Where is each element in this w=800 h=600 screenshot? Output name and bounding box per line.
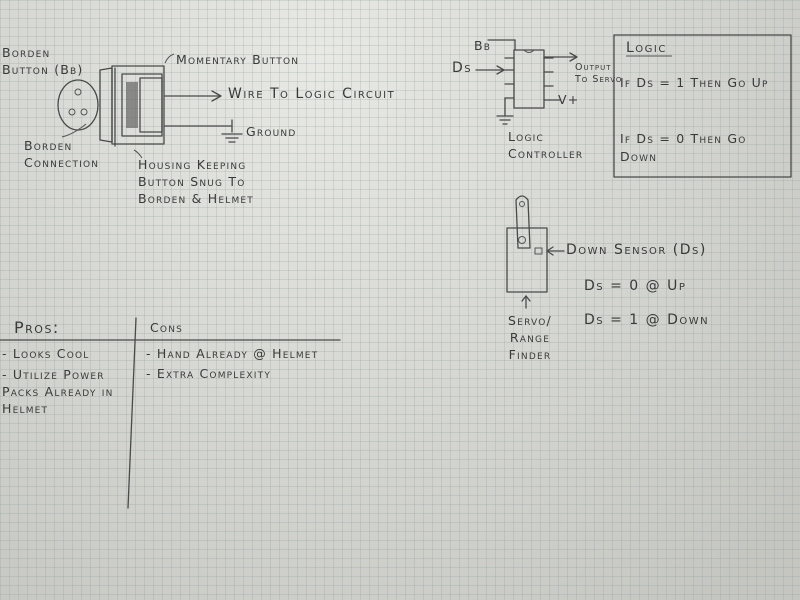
housing-label: Housing Keeping Button Snug To Borden & … [138,157,255,206]
controller-vplus-label: V+ [558,92,580,107]
cons-header: Cons [150,320,184,335]
down-sensor-label: Down Sensor (Ds) [566,242,707,258]
cons-item: - Hand Already @ Helmet [146,346,319,361]
housing-pointer [133,149,143,159]
cons-item: - Extra Complexity [146,366,272,381]
servo-label: Servo/ Range Finder [508,313,552,362]
ground-label: Ground [246,124,297,139]
pros-header: Pros: [14,318,60,337]
logic-rule-down: If Ds = 0 Then Go Down [620,131,747,164]
logic-rule-up: If Ds = 1 Then Go Up [620,75,769,90]
controller-label: Logic Controller [508,129,584,161]
logic-controller-sketch [475,39,578,125]
wire-label: Wire To Logic Circuit [228,86,396,102]
logic-title: Logic [626,40,667,56]
controller-input-ds: Ds [452,60,473,76]
pros-item: - Utilize Power Packs Already in Helmet [2,367,114,416]
momentary-button-sketch [99,53,175,147]
wire-sketch [164,90,243,143]
servo-sketch [506,195,565,309]
borden-connection-pointer [61,123,87,138]
momentary-button-label: Momentary Button [176,52,300,67]
controller-output-label: Output To Servo [575,62,623,85]
up-state-label: Ds = 0 @ Up [584,278,687,294]
pros-item: - Looks Cool [2,346,90,361]
controller-input-bb: Bb [474,38,492,53]
borden-button-label: Borden Button (Bb) [2,45,84,77]
logic-box-border [613,34,792,178]
borden-button-sketch [57,79,99,131]
pros-cons-table [0,317,341,509]
down-state-label: Ds = 1 @ Down [584,312,710,328]
borden-connection-label: Borden Connection [24,138,100,170]
